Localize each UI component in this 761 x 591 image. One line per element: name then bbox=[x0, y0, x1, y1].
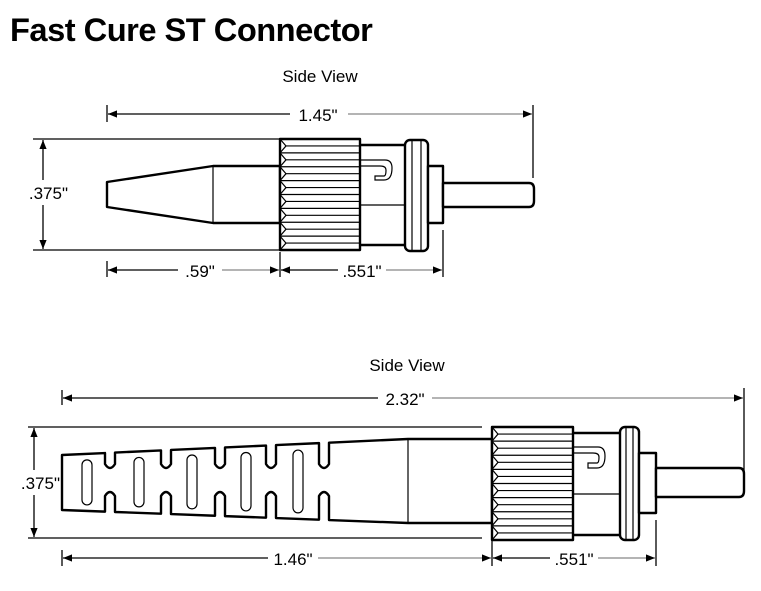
ferrule bbox=[441, 181, 536, 209]
coupling-nut bbox=[490, 425, 575, 542]
strain-relief-boot bbox=[105, 164, 282, 225]
boot-slots bbox=[81, 449, 304, 514]
connector-body bbox=[356, 143, 408, 247]
boot-slot bbox=[292, 449, 304, 514]
collar bbox=[637, 451, 658, 515]
boot-slot bbox=[240, 451, 252, 512]
boot-slot bbox=[81, 459, 93, 506]
boot-length-label: 1.46" bbox=[273, 550, 312, 569]
collar bbox=[426, 164, 445, 225]
diameter-label: .375" bbox=[21, 474, 60, 493]
side-view-long-boot: Side View 2.32" .375" 1.46" .551" bbox=[21, 356, 746, 569]
coupling-nut bbox=[278, 137, 362, 252]
bayonet-slot bbox=[572, 446, 606, 469]
ferrule bbox=[654, 466, 746, 499]
page-title: Fast Cure ST Connector bbox=[10, 12, 373, 48]
connector-body bbox=[570, 431, 623, 537]
view-heading: Side View bbox=[282, 67, 358, 86]
bayonet-slot bbox=[358, 159, 393, 181]
ribbed-strain-relief-boot bbox=[60, 437, 494, 525]
overall-length-label: 2.32" bbox=[385, 390, 424, 409]
view-heading: Side View bbox=[369, 356, 445, 375]
flange bbox=[618, 425, 641, 542]
boot-slot bbox=[133, 456, 145, 508]
overall-length-label: 1.45" bbox=[298, 106, 337, 125]
boot-slot bbox=[186, 454, 198, 510]
flange bbox=[403, 138, 430, 253]
boot-length-label: .59" bbox=[185, 262, 215, 281]
side-view-short-boot: Side View 1.45" .375" bbox=[29, 67, 536, 281]
diameter-label: .375" bbox=[29, 184, 68, 203]
connector-length-label: .551" bbox=[342, 262, 381, 281]
connector-length-label: .551" bbox=[554, 550, 593, 569]
